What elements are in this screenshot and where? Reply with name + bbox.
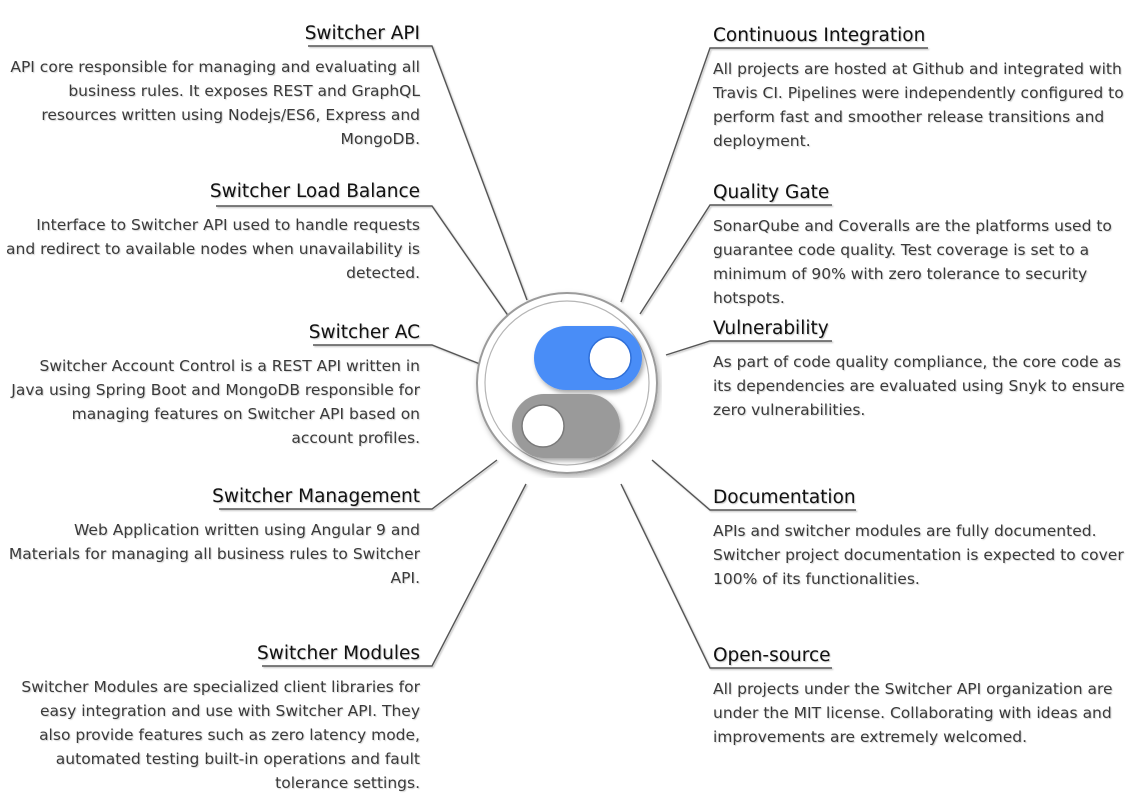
- connector-switcher-api: [308, 45, 528, 301]
- connector-continuous-integration: [620, 47, 928, 303]
- node-description: API core responsible for managing and ev…: [10, 58, 420, 148]
- node-description: Web Application written using Angular 9 …: [8, 521, 420, 587]
- node-description: All projects are hosted at Github and in…: [713, 60, 1124, 150]
- node-title: Switcher Load Balance: [209, 181, 420, 202]
- node-description: All projects under the Switcher API orga…: [713, 680, 1113, 746]
- node-title: Switcher API: [304, 23, 420, 44]
- center-logo: [472, 288, 662, 478]
- node-open-source: Open-source All projects under the Switc…: [713, 644, 1128, 749]
- node-documentation: Documentation APIs and switcher modules …: [713, 486, 1128, 591]
- node-switcher-modules: Switcher Modules Switcher Modules are sp…: [5, 642, 420, 795]
- connector-switcher-management: [219, 459, 498, 510]
- node-switcher-load-balance: Switcher Load Balance Interface to Switc…: [5, 180, 420, 285]
- node-description: APIs and switcher modules are fully docu…: [713, 522, 1124, 588]
- node-description: SonarQube and Coveralls are the platform…: [713, 217, 1112, 307]
- node-title: Documentation: [713, 487, 856, 508]
- node-title: Continuous Integration: [713, 25, 926, 46]
- node-title: Open-source: [713, 645, 831, 666]
- node-switcher-management: Switcher Management Web Application writ…: [5, 485, 420, 590]
- node-title: Quality Gate: [713, 182, 830, 203]
- connector-documentation: [651, 459, 856, 511]
- node-quality-gate: Quality Gate SonarQube and Coveralls are…: [713, 181, 1128, 310]
- node-description: Switcher Modules are specialized client …: [21, 678, 420, 792]
- node-title: Switcher Management: [212, 486, 420, 507]
- node-title: Switcher AC: [308, 322, 420, 343]
- connector-vulnerability: [665, 340, 832, 356]
- node-vulnerability: Vulnerability As part of code quality co…: [713, 317, 1128, 422]
- connector-switcher-ac: [313, 344, 481, 365]
- node-description: Switcher Account Control is a REST API w…: [11, 357, 420, 447]
- connector-switcher-load-balance: [216, 205, 510, 318]
- toggle-switches-icon: [476, 292, 658, 474]
- node-title: Switcher Modules: [257, 643, 420, 664]
- node-switcher-api: Switcher API API core responsible for ma…: [5, 22, 420, 151]
- node-continuous-integration: Continuous Integration All projects are …: [713, 24, 1128, 153]
- connector-quality-gate: [639, 204, 832, 315]
- node-switcher-ac: Switcher AC Switcher Account Control is …: [5, 321, 420, 450]
- node-description: As part of code quality compliance, the …: [713, 353, 1125, 419]
- connector-switcher-modules: [262, 483, 527, 667]
- node-description: Interface to Switcher API used to handle…: [6, 216, 420, 282]
- node-title: Vulnerability: [713, 318, 829, 339]
- connector-open-source: [620, 483, 832, 669]
